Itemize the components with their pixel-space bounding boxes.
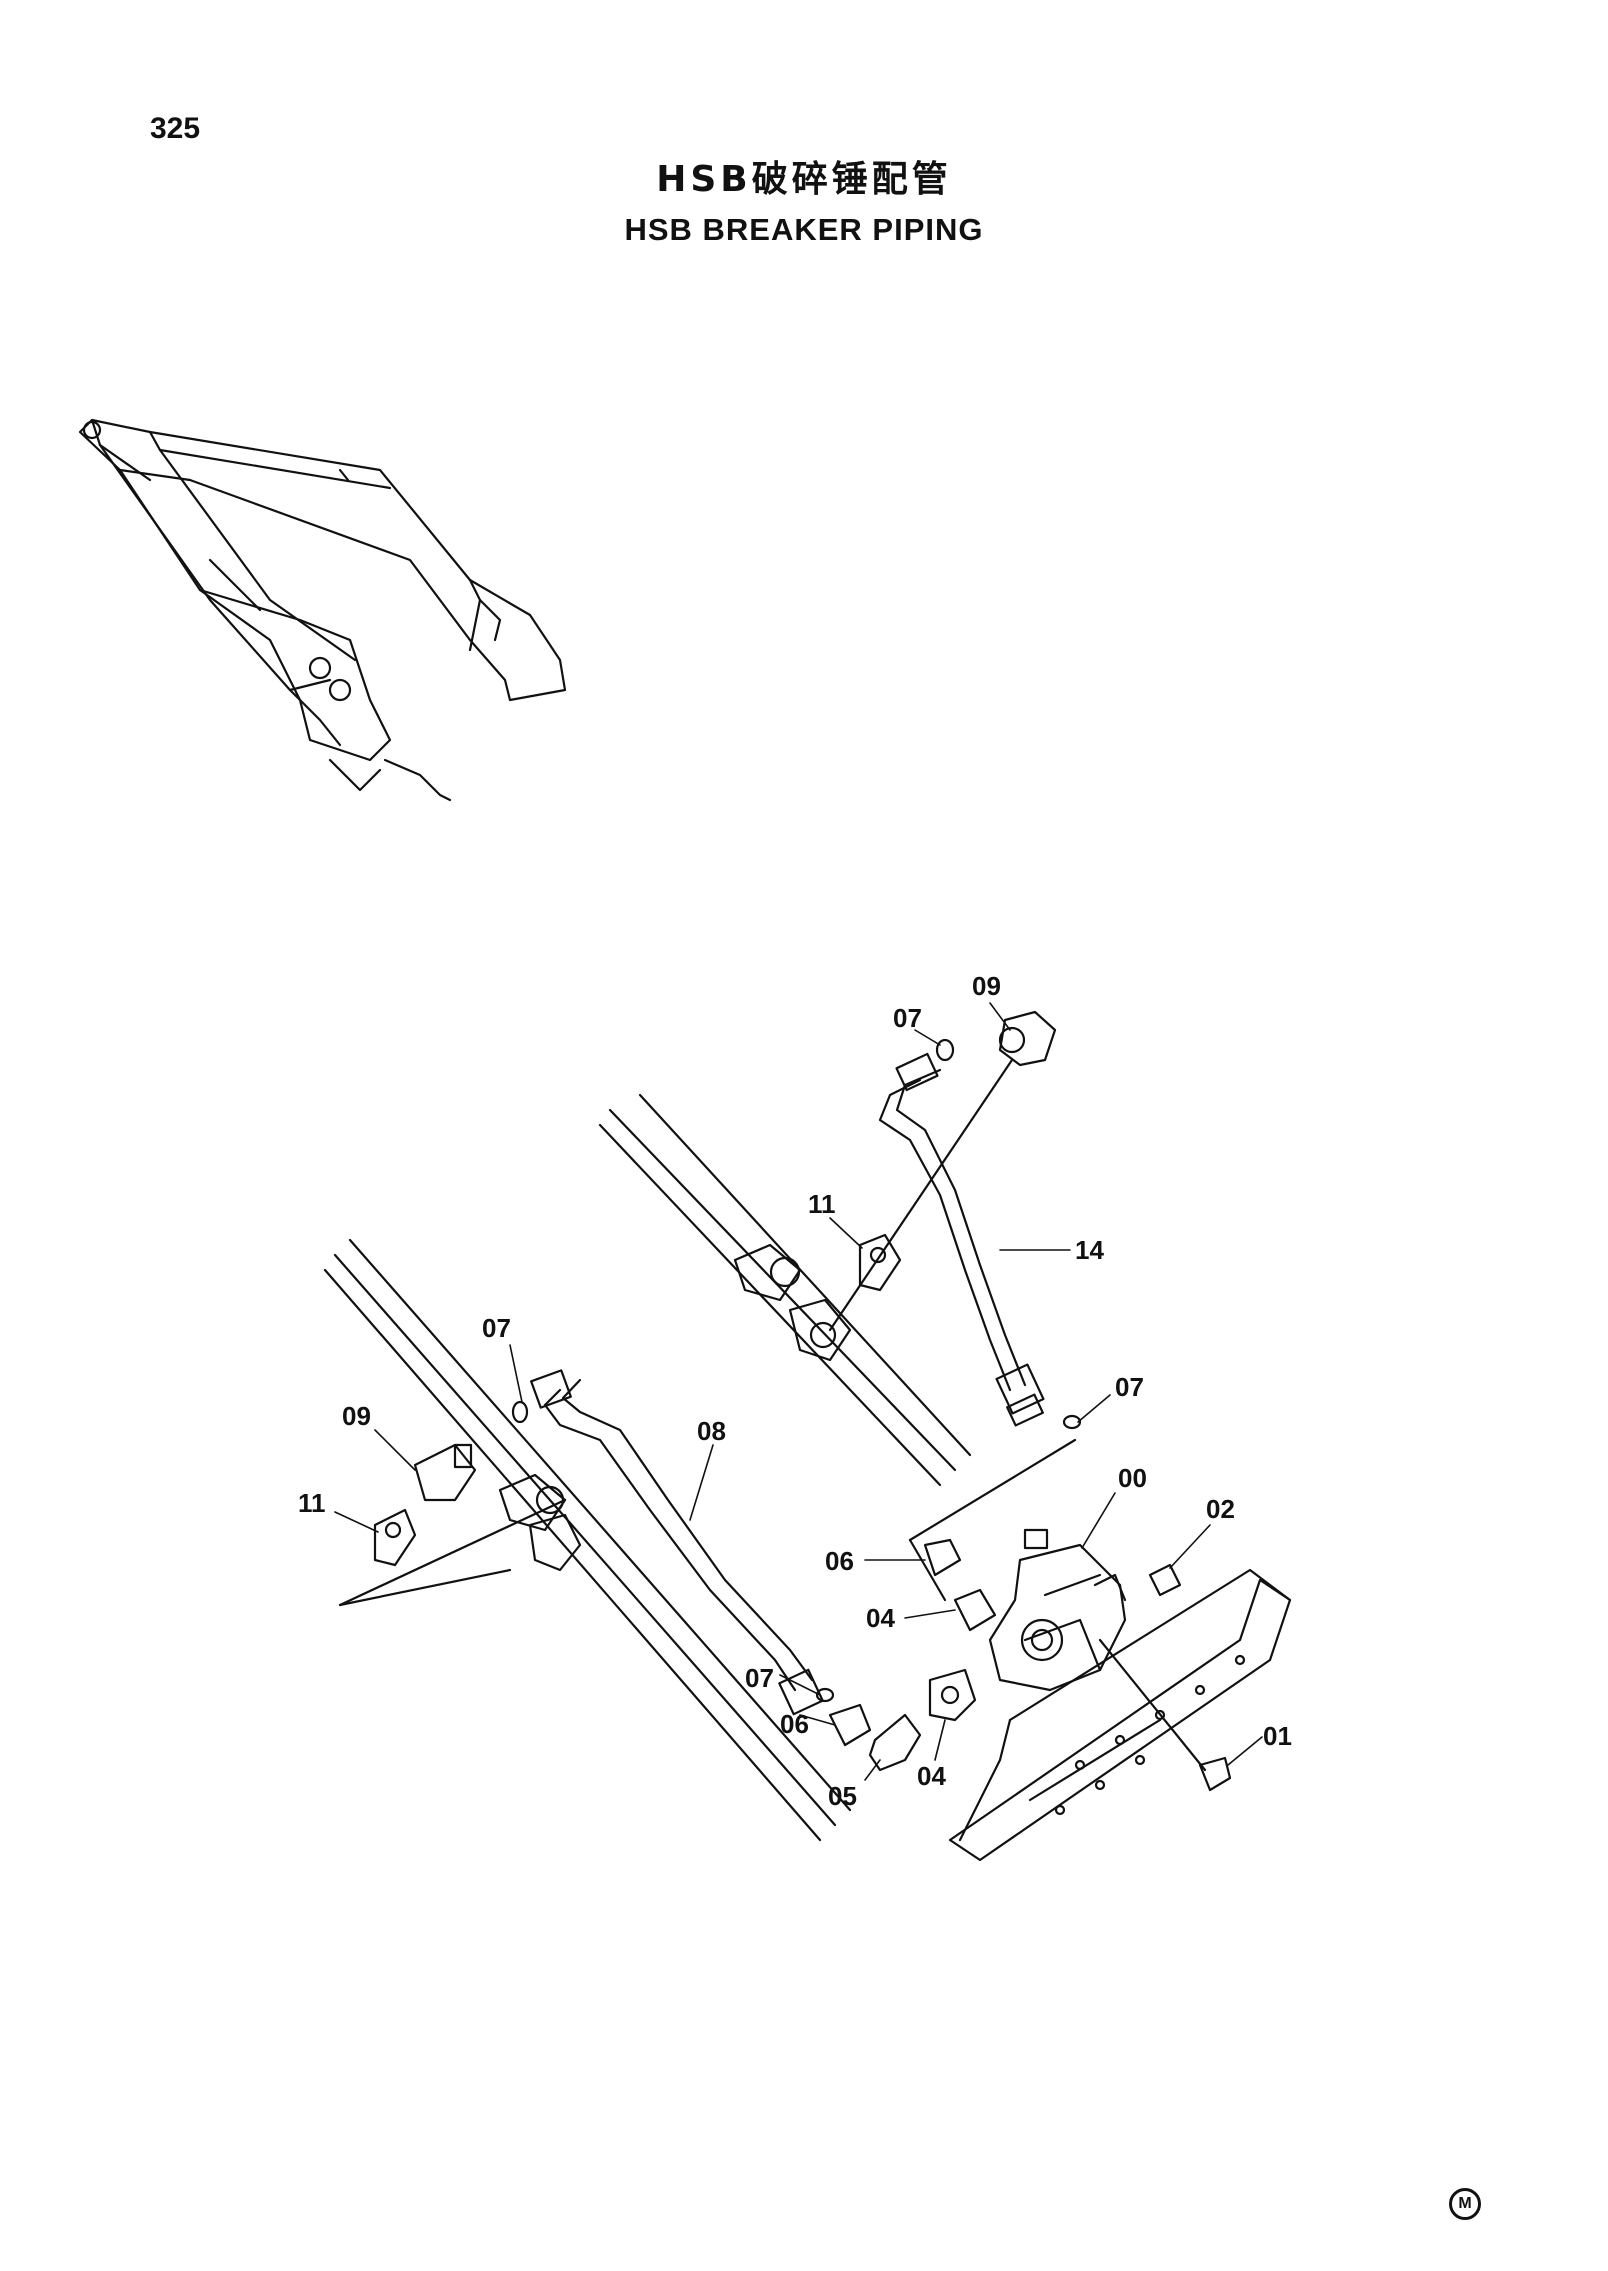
title-block: HSB破碎锤配管 HSB BREAKER PIPING: [0, 150, 1608, 248]
excavator-arm-overview: [78, 418, 567, 802]
callout-07-left: 07: [482, 1313, 511, 1343]
callout-11-mid: 11: [808, 1189, 836, 1219]
callout-07-right: 07: [1115, 1372, 1144, 1402]
callout-04-lower: 04: [917, 1761, 946, 1791]
callout-07-lower: 07: [745, 1663, 774, 1693]
callout-07-top: 07: [893, 1003, 922, 1033]
circled-m-mark: M: [1449, 2188, 1481, 2220]
callout-02: 02: [1206, 1494, 1235, 1524]
callout-01: 01: [1263, 1721, 1292, 1751]
callout-06-upper: 06: [825, 1546, 854, 1576]
upper-pipe-14: [828, 1010, 1082, 1430]
lower-pipe-08: [338, 1369, 1077, 1716]
callout-09-left: 09: [342, 1401, 371, 1431]
callout-08: 08: [697, 1416, 726, 1446]
arm-structure-lines: [323, 1093, 972, 1842]
mounting-bracket: [948, 1568, 1292, 1862]
callout-06-lower: 06: [780, 1709, 809, 1739]
callout-11-left: 11: [298, 1488, 326, 1518]
callout-05: 05: [828, 1781, 857, 1811]
callout-14: 14: [1075, 1235, 1104, 1265]
title-chinese: HSB破碎锤配管: [656, 159, 952, 200]
callout-00: 00: [1118, 1463, 1147, 1493]
callout-04-upper: 04: [866, 1603, 895, 1633]
page-number: 325: [150, 112, 201, 145]
callout-labels: 09 07 11 14 07 07 09 08 11 00 02 06 04 0…: [298, 971, 1292, 1811]
callout-09-top: 09: [972, 971, 1001, 1001]
title-english: HSB BREAKER PIPING: [624, 212, 984, 247]
valve-block-assembly: [828, 1528, 1232, 1792]
leader-lines: [334, 1002, 1263, 1781]
